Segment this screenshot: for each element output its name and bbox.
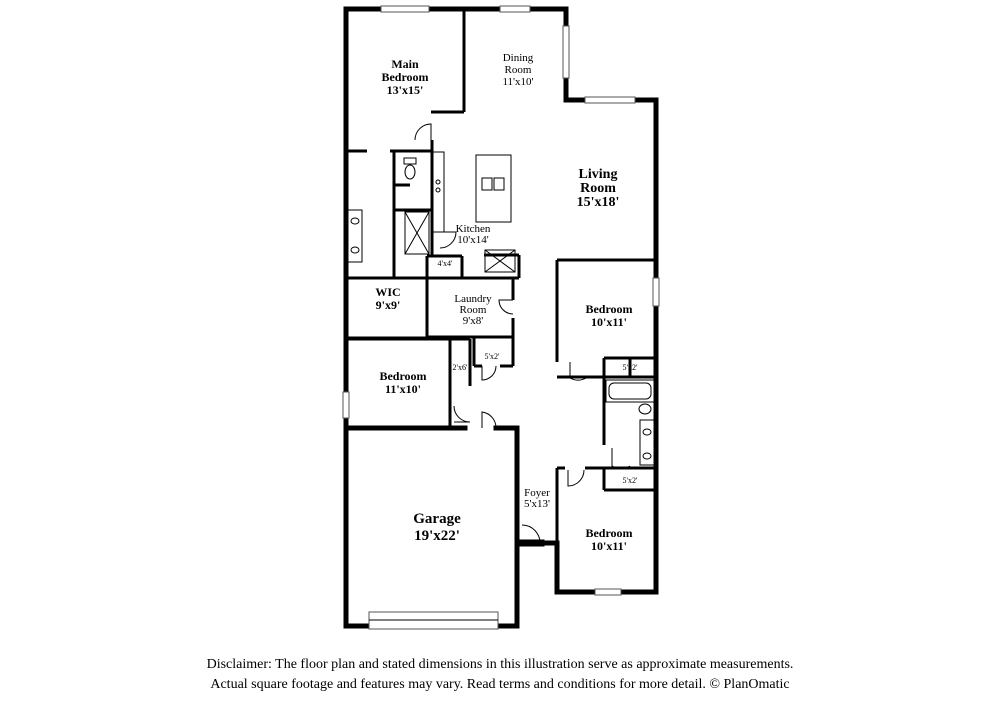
- laundry-room-label-1: Laundry: [454, 293, 492, 305]
- doors: [414, 123, 631, 547]
- bedroom-left-dim: 11'x10': [385, 382, 421, 396]
- fixtures: [347, 151, 655, 466]
- main-bedroom-dim: 13'x15': [387, 83, 424, 97]
- main-bedroom-label-2: Bedroom: [381, 70, 428, 84]
- bedroom-right-top-dim: 10'x11': [591, 315, 627, 329]
- living-room-dim: 15'x18': [577, 195, 620, 210]
- closet-laundry-dim: 5'x2': [485, 352, 500, 361]
- laundry-room-label-2: Room: [460, 304, 487, 316]
- disclaimer-line-2: Actual square footage and features may v…: [210, 677, 790, 692]
- disclaimer-line-1: Disclaimer: The floor plan and stated di…: [206, 657, 794, 672]
- main-bedroom-label-1: Main: [391, 57, 419, 71]
- foyer-label: Foyer: [524, 487, 550, 499]
- dining-room-dim: 11'x10': [502, 76, 533, 88]
- closet-right-top-dim: 5'x2': [623, 363, 638, 372]
- garage-dim: 19'x22': [414, 528, 460, 544]
- bedroom-left-label: Bedroom: [379, 369, 426, 383]
- foyer-dim: 5'x13': [524, 498, 550, 510]
- wic-label: WIC: [375, 285, 400, 299]
- wic-dim: 9'x9': [376, 298, 401, 312]
- kitchen-dim: 10'x14': [457, 234, 488, 246]
- bedroom-right-bottom-dim: 10'x11': [591, 539, 627, 553]
- bedroom-right-top-label: Bedroom: [585, 302, 632, 316]
- closet-bedroom-left-dim: 2'x6': [453, 363, 468, 372]
- dining-room-label-1: Dining: [503, 52, 534, 64]
- living-room-label-1: Living: [579, 167, 618, 182]
- windows: [342, 5, 660, 630]
- floor-plan: Main Bedroom 13'x15' Dining Room 11'x10'…: [342, 5, 660, 630]
- laundry-room-dim: 9'x8': [463, 315, 483, 327]
- disclaimer: Disclaimer: The floor plan and stated di…: [0, 655, 1000, 695]
- kitchen-label: Kitchen: [456, 223, 491, 235]
- garage-label: Garage: [413, 511, 461, 527]
- living-room-label-2: Room: [580, 181, 616, 196]
- kitchen-island: [475, 154, 512, 223]
- dining-room-label-2: Room: [505, 64, 532, 76]
- pantry-dim: 4'x4': [438, 259, 453, 268]
- room-labels: Main Bedroom 13'x15' Dining Room 11'x10'…: [375, 52, 638, 553]
- closet-right-bottom-dim: 5'x2': [623, 476, 638, 485]
- bedroom-right-bottom-label: Bedroom: [585, 526, 632, 540]
